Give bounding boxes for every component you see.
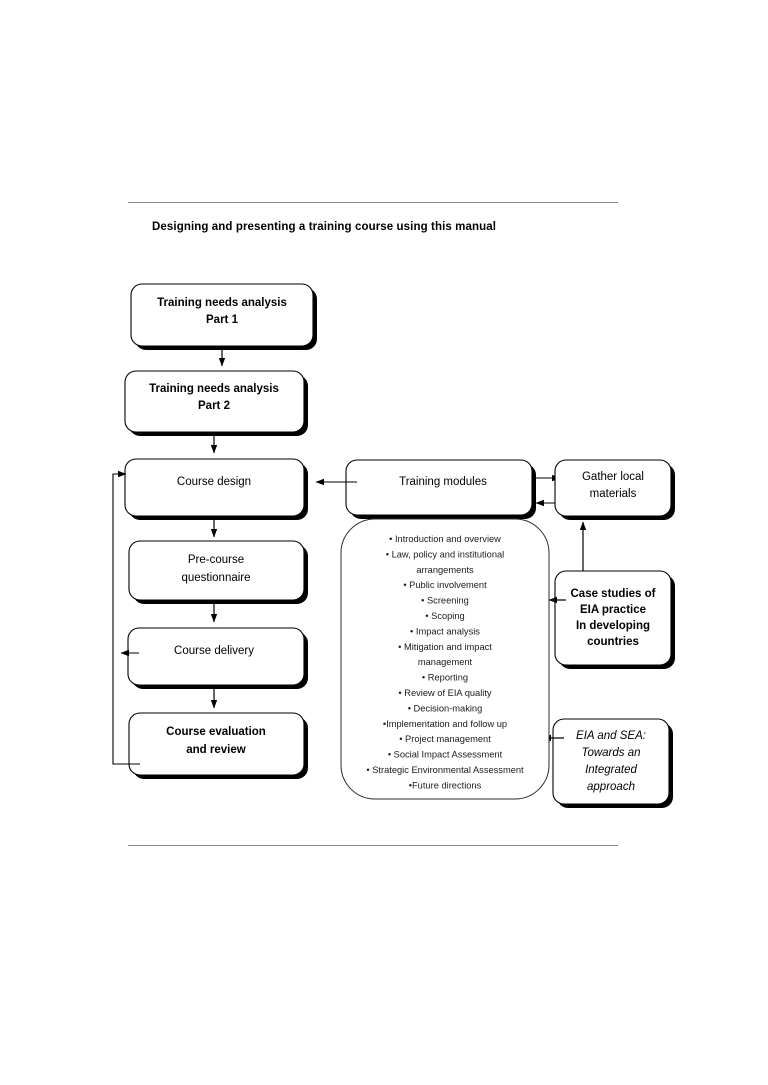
node-label-line: materials bbox=[590, 488, 637, 500]
node-label-line: Course delivery bbox=[174, 645, 254, 657]
module-list-item: • Social Impact Assessment bbox=[388, 750, 503, 760]
node-training-needs-analysis-part-2[interactable]: Training needs analysis Part 2 bbox=[124, 370, 308, 436]
node-label-line: In developing bbox=[576, 620, 650, 632]
header-rule bbox=[128, 202, 618, 203]
module-list-item: • Decision-making bbox=[408, 703, 483, 713]
node-course-design[interactable]: Course design bbox=[124, 458, 308, 520]
node-pre-course-questionnaire[interactable]: Pre-course questionnaire bbox=[128, 540, 308, 604]
node-course-delivery[interactable]: Course delivery bbox=[127, 627, 308, 689]
footer-rule bbox=[128, 845, 618, 846]
node-label-line: Course evaluation bbox=[166, 726, 266, 738]
module-list-item: • Reporting bbox=[422, 673, 468, 683]
node-label-line: EIA and SEA: bbox=[576, 730, 646, 742]
node-label-line: Part 1 bbox=[206, 314, 239, 326]
node-course-evaluation-and-review[interactable]: Course evaluation and review bbox=[128, 712, 308, 779]
module-list-item: management bbox=[418, 657, 473, 667]
module-list-item: arrangements bbox=[416, 565, 474, 575]
module-list-item: • Project management bbox=[399, 734, 491, 744]
node-label-line: Training needs analysis bbox=[157, 297, 287, 309]
node-eia-and-sea[interactable]: EIA and SEA: Towards an Integrated appro… bbox=[552, 718, 673, 808]
node-gather-local-materials[interactable]: Gather local materials bbox=[554, 459, 675, 520]
module-list-item: • Scoping bbox=[425, 611, 464, 621]
node-label-line: Gather local bbox=[582, 471, 644, 483]
node-label-line: approach bbox=[587, 781, 635, 793]
node-label-line: questionnaire bbox=[181, 572, 250, 584]
module-list-item: •Implementation and follow up bbox=[383, 719, 507, 729]
module-list-item: • Screening bbox=[421, 596, 469, 606]
node-label-line: Pre-course bbox=[188, 554, 244, 566]
module-list-item: • Impact analysis bbox=[410, 626, 480, 636]
node-label-line: Towards an bbox=[581, 747, 640, 759]
node-label-line: Course design bbox=[177, 476, 251, 488]
node-label-line: Training modules bbox=[399, 476, 487, 488]
edge-evaluation-feedback-to-design bbox=[112, 470, 140, 765]
node-label-line: Training needs analysis bbox=[149, 383, 279, 395]
node-label-line: Integrated bbox=[585, 764, 637, 776]
module-list-item: • Strategic Environmental Assessment bbox=[366, 765, 524, 775]
module-list-item: • Review of EIA quality bbox=[398, 688, 492, 698]
module-list-item: • Law, policy and institutional bbox=[386, 549, 505, 559]
node-label-line: EIA practice bbox=[580, 604, 646, 616]
node-case-studies-eia-practice[interactable]: Case studies of EIA practice In developi… bbox=[554, 570, 675, 669]
node-label-line: and review bbox=[186, 744, 245, 756]
module-list-items: • Introduction and overview • Law, policy… bbox=[366, 534, 524, 790]
page-title: Designing and presenting a training cour… bbox=[152, 221, 497, 233]
node-label-line: countries bbox=[587, 636, 639, 648]
module-list-item: • Mitigation and impact bbox=[398, 642, 492, 652]
node-module-list-container[interactable]: • Introduction and overview • Law, policy… bbox=[340, 518, 550, 800]
module-list-item: • Public involvement bbox=[403, 580, 487, 590]
node-training-needs-analysis-part-1[interactable]: Training needs analysis Part 1 bbox=[130, 283, 317, 350]
module-list-item: • Introduction and overview bbox=[389, 534, 501, 544]
module-list-item: •Future directions bbox=[409, 780, 482, 790]
node-training-modules[interactable]: Training modules bbox=[345, 459, 536, 519]
node-label-line: Case studies of bbox=[571, 588, 656, 600]
node-label-line: Part 2 bbox=[198, 400, 230, 412]
